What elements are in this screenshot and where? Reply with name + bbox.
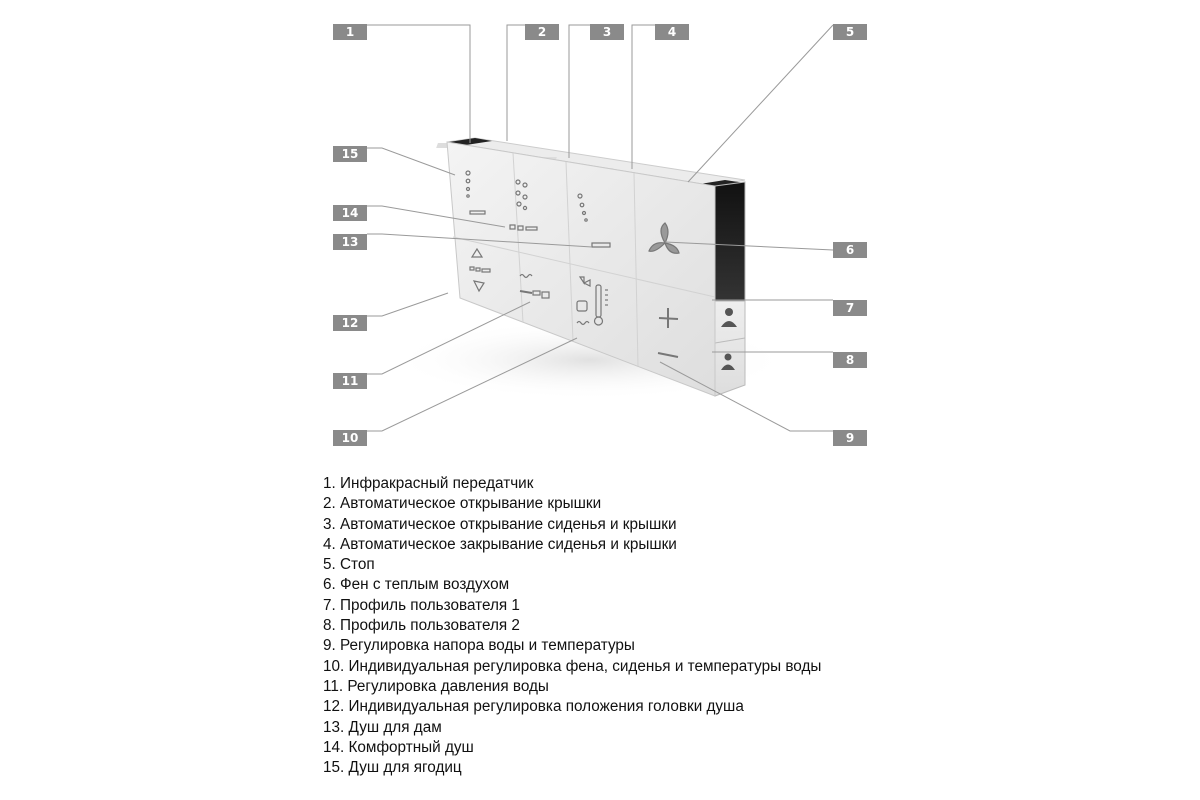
callout-14: 14 xyxy=(333,205,367,221)
legend-item: 14. Комфортный душ xyxy=(323,738,474,756)
plus-icon[interactable] xyxy=(658,308,679,328)
legend-item: 4. Автоматическое закрывание сиденья и к… xyxy=(323,535,677,553)
legend-item: 15. Душ для ягодиц xyxy=(323,759,462,777)
device-side xyxy=(714,181,746,397)
comfort-shower-icon[interactable] xyxy=(509,179,538,231)
callout-9: 9 xyxy=(833,430,867,446)
legend-item: 3. Автоматическое открывание сиденья и к… xyxy=(323,515,677,533)
callout-2: 2 xyxy=(525,24,559,40)
device-front xyxy=(446,141,716,397)
callout-1: 1 xyxy=(333,24,367,40)
legend-list: 1. Инфракрасный передатчик 2. Автоматиче… xyxy=(323,474,821,778)
legend-item: 12. Индивидуальная регулировка положения… xyxy=(323,698,744,716)
temperature-fan-seat-icon[interactable] xyxy=(576,276,608,326)
callout-3: 3 xyxy=(590,24,624,40)
fan-icon[interactable] xyxy=(648,222,680,254)
callout-4: 4 xyxy=(655,24,689,40)
legend-item: 2. Автоматическое открывание крышки xyxy=(323,495,602,513)
callout-10: 10 xyxy=(333,430,367,446)
shower-position-icon[interactable] xyxy=(469,247,491,293)
lady-shower-icon[interactable] xyxy=(577,193,611,248)
legend-item: 9. Регулировка напора воды и температуры xyxy=(323,637,635,655)
legend-item: 1. Инфракрасный передатчик xyxy=(323,475,534,492)
callout-6: 6 xyxy=(833,242,867,258)
leader-lines xyxy=(367,24,834,432)
callout-5: 5 xyxy=(833,24,867,40)
legend-item: 6. Фен с теплым воздухом xyxy=(323,576,510,594)
legend-item: 11. Регулировка давления воды xyxy=(323,677,549,695)
legend-item: 5. Стоп xyxy=(323,556,375,574)
legend-item: 8. Профиль пользователя 2 xyxy=(323,617,520,635)
water-pressure-icon[interactable] xyxy=(519,273,550,299)
callout-15: 15 xyxy=(333,146,367,162)
legend-item: 7. Профиль пользователя 1 xyxy=(323,596,520,614)
user-1-icon[interactable] xyxy=(725,308,733,316)
legend-item: 13. Душ для дам xyxy=(323,718,442,736)
callout-12: 12 xyxy=(333,315,367,331)
callout-11: 11 xyxy=(333,373,367,389)
remote-control-illustration xyxy=(367,24,834,432)
legend-item: 10. Индивидуальная регулировка фена, сид… xyxy=(323,657,822,675)
shower-buttocks-icon[interactable] xyxy=(465,170,486,215)
user-2-icon[interactable] xyxy=(724,353,732,361)
callout-13: 13 xyxy=(333,234,367,250)
callout-8: 8 xyxy=(833,352,867,368)
minus-icon[interactable] xyxy=(657,352,679,358)
callout-7: 7 xyxy=(833,300,867,316)
